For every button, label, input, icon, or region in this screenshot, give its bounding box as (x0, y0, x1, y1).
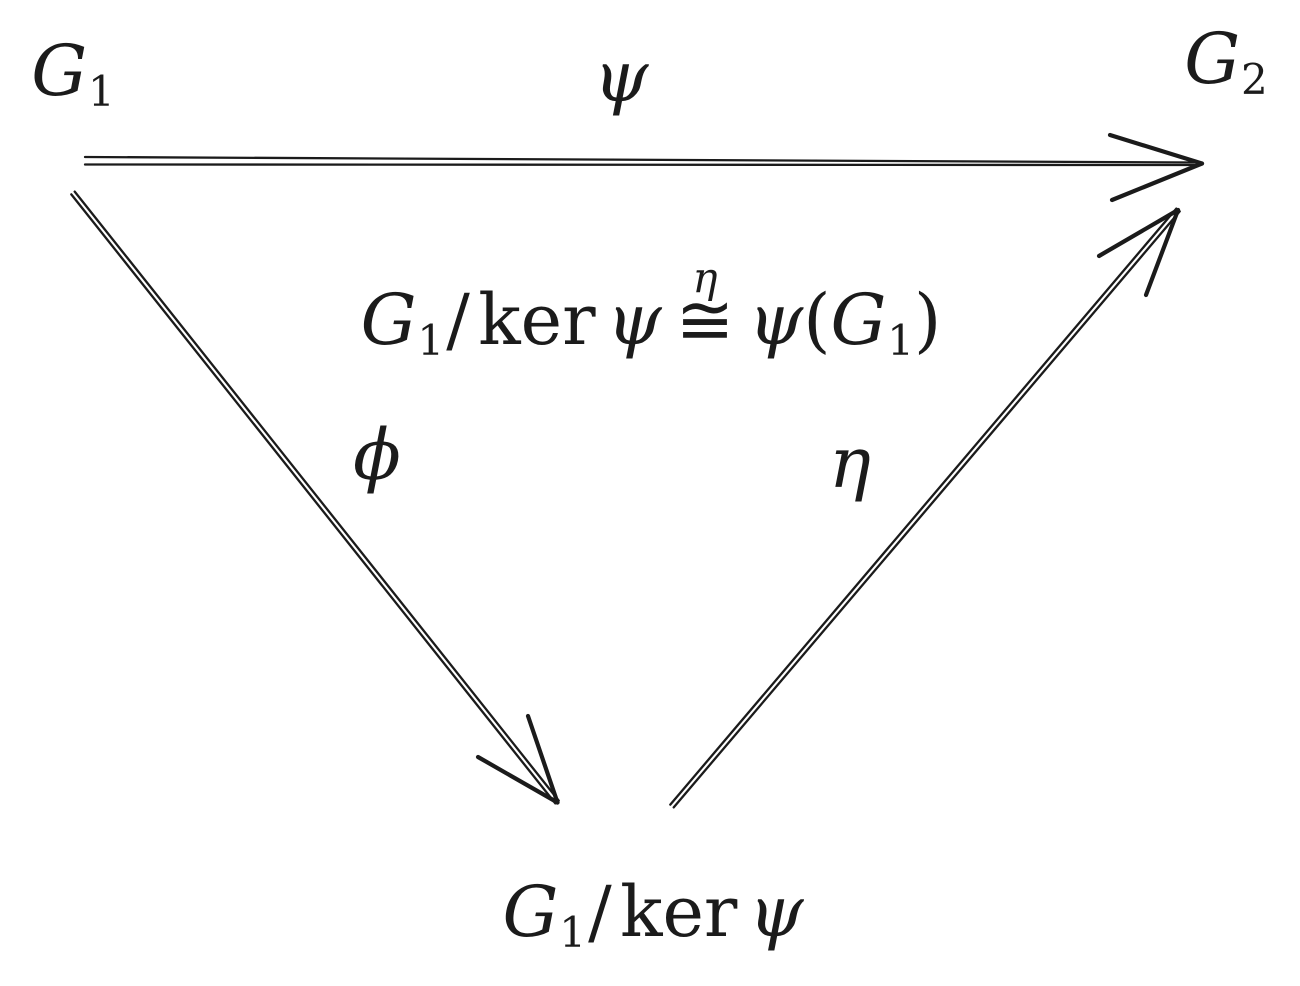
quotient-slash: / (588, 870, 612, 953)
eta-arrow-label: η (829, 422, 871, 504)
formula-lparen: ( (803, 278, 831, 361)
formula-slash: / (446, 278, 470, 361)
psi-arrow-label: ψ (593, 36, 649, 118)
formula-g-image-subscript: 1 (887, 315, 915, 365)
psi-arrow (83, 132, 1205, 203)
node-g1-symbol: G (31, 29, 88, 112)
node-g2-symbol: G (1184, 17, 1241, 100)
formula-g-image: G (830, 278, 887, 361)
formula-g: G (360, 278, 417, 361)
node-g2: G2 (1184, 24, 1267, 101)
quotient-ker: ker (620, 870, 738, 953)
node-g1-subscript: 1 (88, 66, 115, 116)
phi-arrow-label: ϕ (353, 414, 401, 496)
quotient-psi: ψ (748, 870, 804, 953)
formula-ker: ker (478, 278, 596, 361)
cong-eta-overscript: η (692, 252, 718, 302)
node-g1: G1 (31, 36, 114, 113)
eta-arrow (669, 207, 1181, 809)
cong-symbol: ≅ (675, 278, 735, 361)
quotient-g: G (502, 870, 559, 953)
node-g2-subscript: 2 (1241, 54, 1268, 104)
formula-psi-image: ψ (748, 278, 804, 361)
cong-with-eta-overscript: η≅ (676, 256, 735, 355)
quotient-g-subscript: 1 (559, 907, 586, 957)
formula-g-subscript: 1 (417, 315, 445, 365)
phi-arrow (70, 190, 560, 805)
formula-rparen: ) (914, 278, 942, 361)
formula-psi: ψ (606, 278, 662, 361)
